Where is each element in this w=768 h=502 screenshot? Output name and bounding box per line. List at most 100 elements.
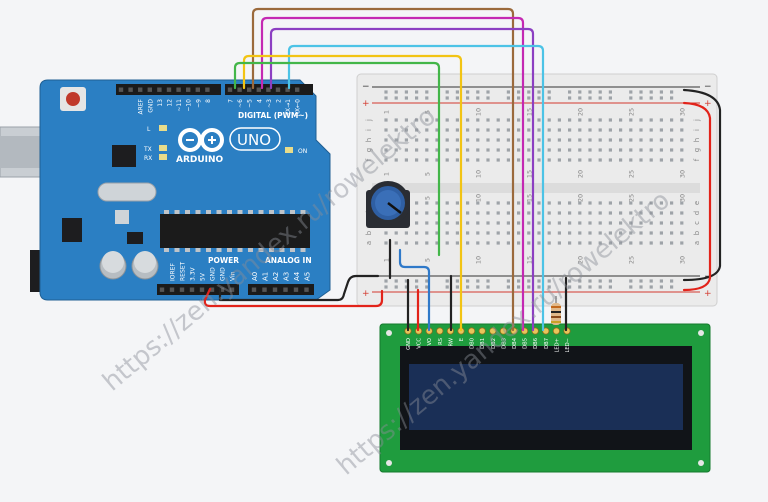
wire-black-gnd[interactable]: [218, 274, 380, 302]
rail-hole: [568, 96, 572, 100]
breadboard-hole: [496, 118, 500, 122]
rail-hole: [629, 90, 633, 94]
breadboard-hole: [425, 128, 429, 132]
breadboard-hole: [445, 221, 449, 225]
lcd-pin-label: RW: [448, 338, 454, 347]
breadboard-hole: [557, 231, 561, 235]
column-number: 10: [474, 108, 482, 116]
rail-hole: [527, 279, 531, 283]
breadboard-hole: [578, 201, 582, 205]
wire-blue-lcd-vo[interactable]: [398, 248, 431, 332]
breadboard-hole: [547, 148, 551, 152]
breadboard-hole: [517, 158, 521, 162]
usb-chip: [112, 145, 136, 167]
rail-bottom-plus-sign-right: +: [704, 289, 712, 299]
rail-hole: [466, 279, 470, 283]
chip-leg: [195, 210, 201, 214]
breadboard-hole: [415, 231, 419, 235]
breadboard-hole: [629, 221, 633, 225]
chip-leg: [206, 210, 211, 214]
breadboard-hole: [659, 138, 663, 142]
breadboard-hole: [547, 138, 551, 142]
potentiometer[interactable]: [366, 181, 410, 228]
top-pin-label: TX→1: [285, 99, 292, 117]
breadboard-hole: [670, 148, 674, 152]
wire-rail-right-red[interactable]: [682, 101, 712, 292]
column-number: 30: [678, 194, 686, 202]
led-l-label: L: [147, 126, 151, 133]
analog-pin-label: A1: [262, 272, 270, 281]
wire-rail-right-black[interactable]: [682, 88, 722, 282]
rail-hole: [445, 96, 449, 100]
chip-leg: [227, 210, 232, 214]
top-pin-label: 12: [167, 99, 174, 107]
wire-magenta[interactable]: [260, 16, 525, 332]
wire-purple[interactable]: [269, 27, 535, 332]
resistor[interactable]: [551, 296, 561, 325]
top-pin-label: GND: [147, 99, 154, 113]
rail-hole: [384, 285, 388, 289]
breadboard-hole: [578, 158, 582, 162]
rail-hole: [476, 90, 480, 94]
breadboard-hole: [506, 118, 510, 122]
breadboard-hole: [517, 231, 521, 235]
lcd-pin-label: DB7: [544, 338, 550, 349]
rail-hole: [486, 279, 490, 283]
power-label: POWER: [208, 256, 239, 265]
breadboard-hole: [557, 211, 561, 215]
breadboard-hole: [404, 231, 408, 235]
rail-hole: [404, 90, 408, 94]
breadboard-hole: [568, 211, 572, 215]
uno-label: UNO: [237, 131, 271, 149]
wire-brown[interactable]: [251, 7, 515, 332]
column-number: 30: [678, 256, 686, 264]
breadboard-hole: [384, 241, 388, 245]
breadboard-hole: [537, 231, 541, 235]
rail-hole: [394, 96, 398, 100]
breadboard-hole: [486, 241, 490, 245]
breadboard-hole: [486, 201, 490, 205]
breadboard-hole: [486, 148, 490, 152]
breadboard-hole: [670, 241, 674, 245]
breadboard-hole: [649, 201, 653, 205]
breadboard-hole: [557, 138, 561, 142]
breadboard-hole: [425, 231, 429, 235]
breadboard[interactable]: − + − + − + − + jjiihhggffeeddccbbaa 111…: [356, 73, 718, 307]
breadboard-hole: [435, 158, 439, 162]
wire-yellow[interactable]: [242, 54, 463, 332]
header-pin-hole: [285, 87, 290, 92]
breadboard-hole: [557, 201, 561, 205]
breadboard-hole: [527, 118, 531, 122]
breadboard-hole: [445, 241, 449, 245]
breadboard-hole: [455, 148, 459, 152]
power-pin-label: GND: [210, 267, 217, 281]
wire-red-5v[interactable]: [203, 287, 384, 308]
breadboard-hole: [588, 211, 592, 215]
wire-cyan[interactable]: [287, 44, 545, 332]
breadboard-hole: [659, 118, 663, 122]
column-number: 1: [383, 172, 391, 176]
rail-hole: [455, 285, 459, 289]
breadboard-hole: [608, 148, 612, 152]
breadboard-hole: [496, 211, 500, 215]
wire-green[interactable]: [233, 61, 441, 257]
chip-leg: [216, 210, 222, 214]
breadboard-hole: [384, 138, 388, 142]
power-pin-label: Vin: [230, 271, 237, 281]
lcd-mount-hole-tl: [386, 330, 392, 336]
breadboard-hole: [496, 241, 500, 245]
rail-hole: [608, 279, 612, 283]
breadboard-hole: [425, 148, 429, 152]
rail-hole: [537, 96, 541, 100]
breadboard-hole: [435, 128, 439, 132]
breadboard-hole: [384, 148, 388, 152]
breadboard-hole: [680, 128, 684, 132]
chip-leg: [300, 248, 306, 252]
rail-hole: [537, 285, 541, 289]
resistor-band-3: [551, 316, 561, 318]
breadboard-hole: [619, 221, 623, 225]
lcd-pin-label: DB0: [470, 338, 476, 349]
lcd-pin-label: RS: [438, 338, 444, 345]
